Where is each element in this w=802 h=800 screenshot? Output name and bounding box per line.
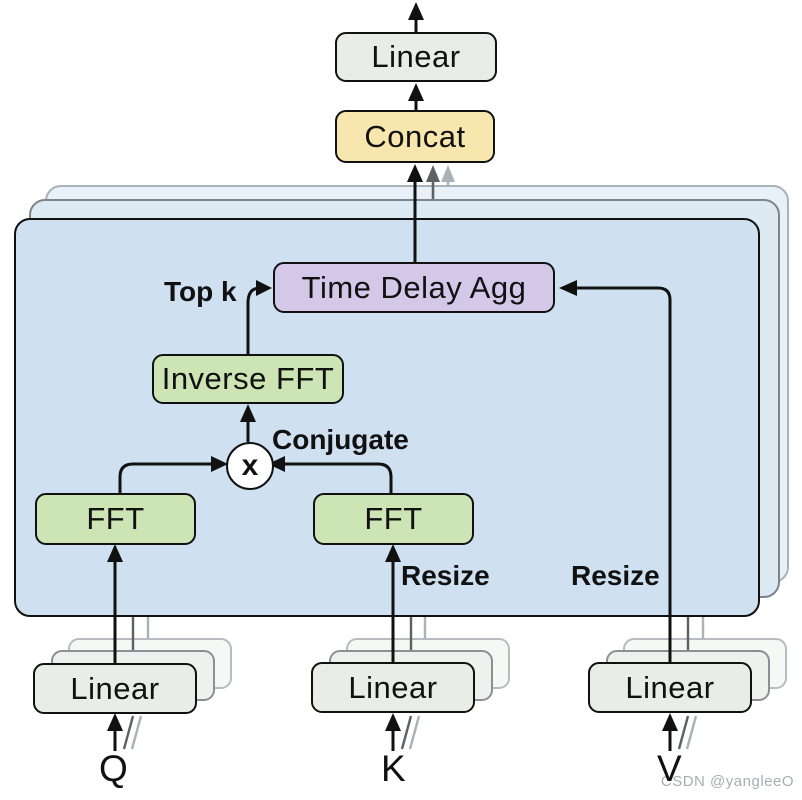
inverse-fft-label: Inverse FFT xyxy=(161,361,335,396)
linear-k-box: Linear xyxy=(311,662,475,713)
linear-q-label: Linear xyxy=(70,670,160,706)
top-k-label: Top k xyxy=(164,276,237,307)
linear-v-label: Linear xyxy=(625,669,715,705)
arrowhead-input-q xyxy=(107,713,123,731)
input-v-label: V xyxy=(657,748,682,789)
conjugate-label: Conjugate xyxy=(272,424,409,455)
input-k-label: K xyxy=(381,748,406,789)
arrowhead-head2 xyxy=(426,165,440,182)
multiply-label: x xyxy=(241,449,259,482)
time-delay-agg-label: Time Delay Agg xyxy=(301,269,527,305)
time-delay-agg-box: Time Delay Agg xyxy=(273,262,555,313)
resize-v-label: Resize xyxy=(571,560,660,591)
resize-k-label: Resize xyxy=(401,560,490,591)
linear-q-box: Linear xyxy=(33,663,197,714)
watermark: CSDN @yangleeO xyxy=(660,773,794,790)
arrowhead-head3 xyxy=(441,165,455,182)
input-q-label: Q xyxy=(99,748,128,789)
fft-k-box: FFT xyxy=(313,493,474,545)
fft-q-label: FFT xyxy=(86,501,145,536)
linear-k-label: Linear xyxy=(348,669,438,705)
multiply-node: x xyxy=(226,442,274,490)
concat-label: Concat xyxy=(364,118,466,154)
inverse-fft-box: Inverse FFT xyxy=(152,354,344,404)
output-linear-label: Linear xyxy=(371,39,461,74)
slash-q-1 xyxy=(122,715,135,750)
output-linear-box: Linear xyxy=(335,32,497,82)
slash-k-1 xyxy=(400,715,413,750)
arrowhead-concat-linear xyxy=(408,83,424,101)
arrowhead-tda-concat xyxy=(407,164,423,182)
slash-k-2 xyxy=(408,715,421,750)
input-slashes xyxy=(122,715,698,750)
linear-v-box: Linear xyxy=(588,662,752,713)
slash-q-2 xyxy=(130,715,143,750)
slash-v-2 xyxy=(685,715,698,750)
arrowhead-input-v xyxy=(662,713,678,731)
arrowhead-output xyxy=(408,2,424,20)
fft-q-box: FFT xyxy=(35,493,196,545)
fft-k-label: FFT xyxy=(364,501,423,536)
slash-v-1 xyxy=(677,715,690,750)
concat-box: Concat xyxy=(335,110,495,163)
arrowhead-input-k xyxy=(385,713,401,731)
